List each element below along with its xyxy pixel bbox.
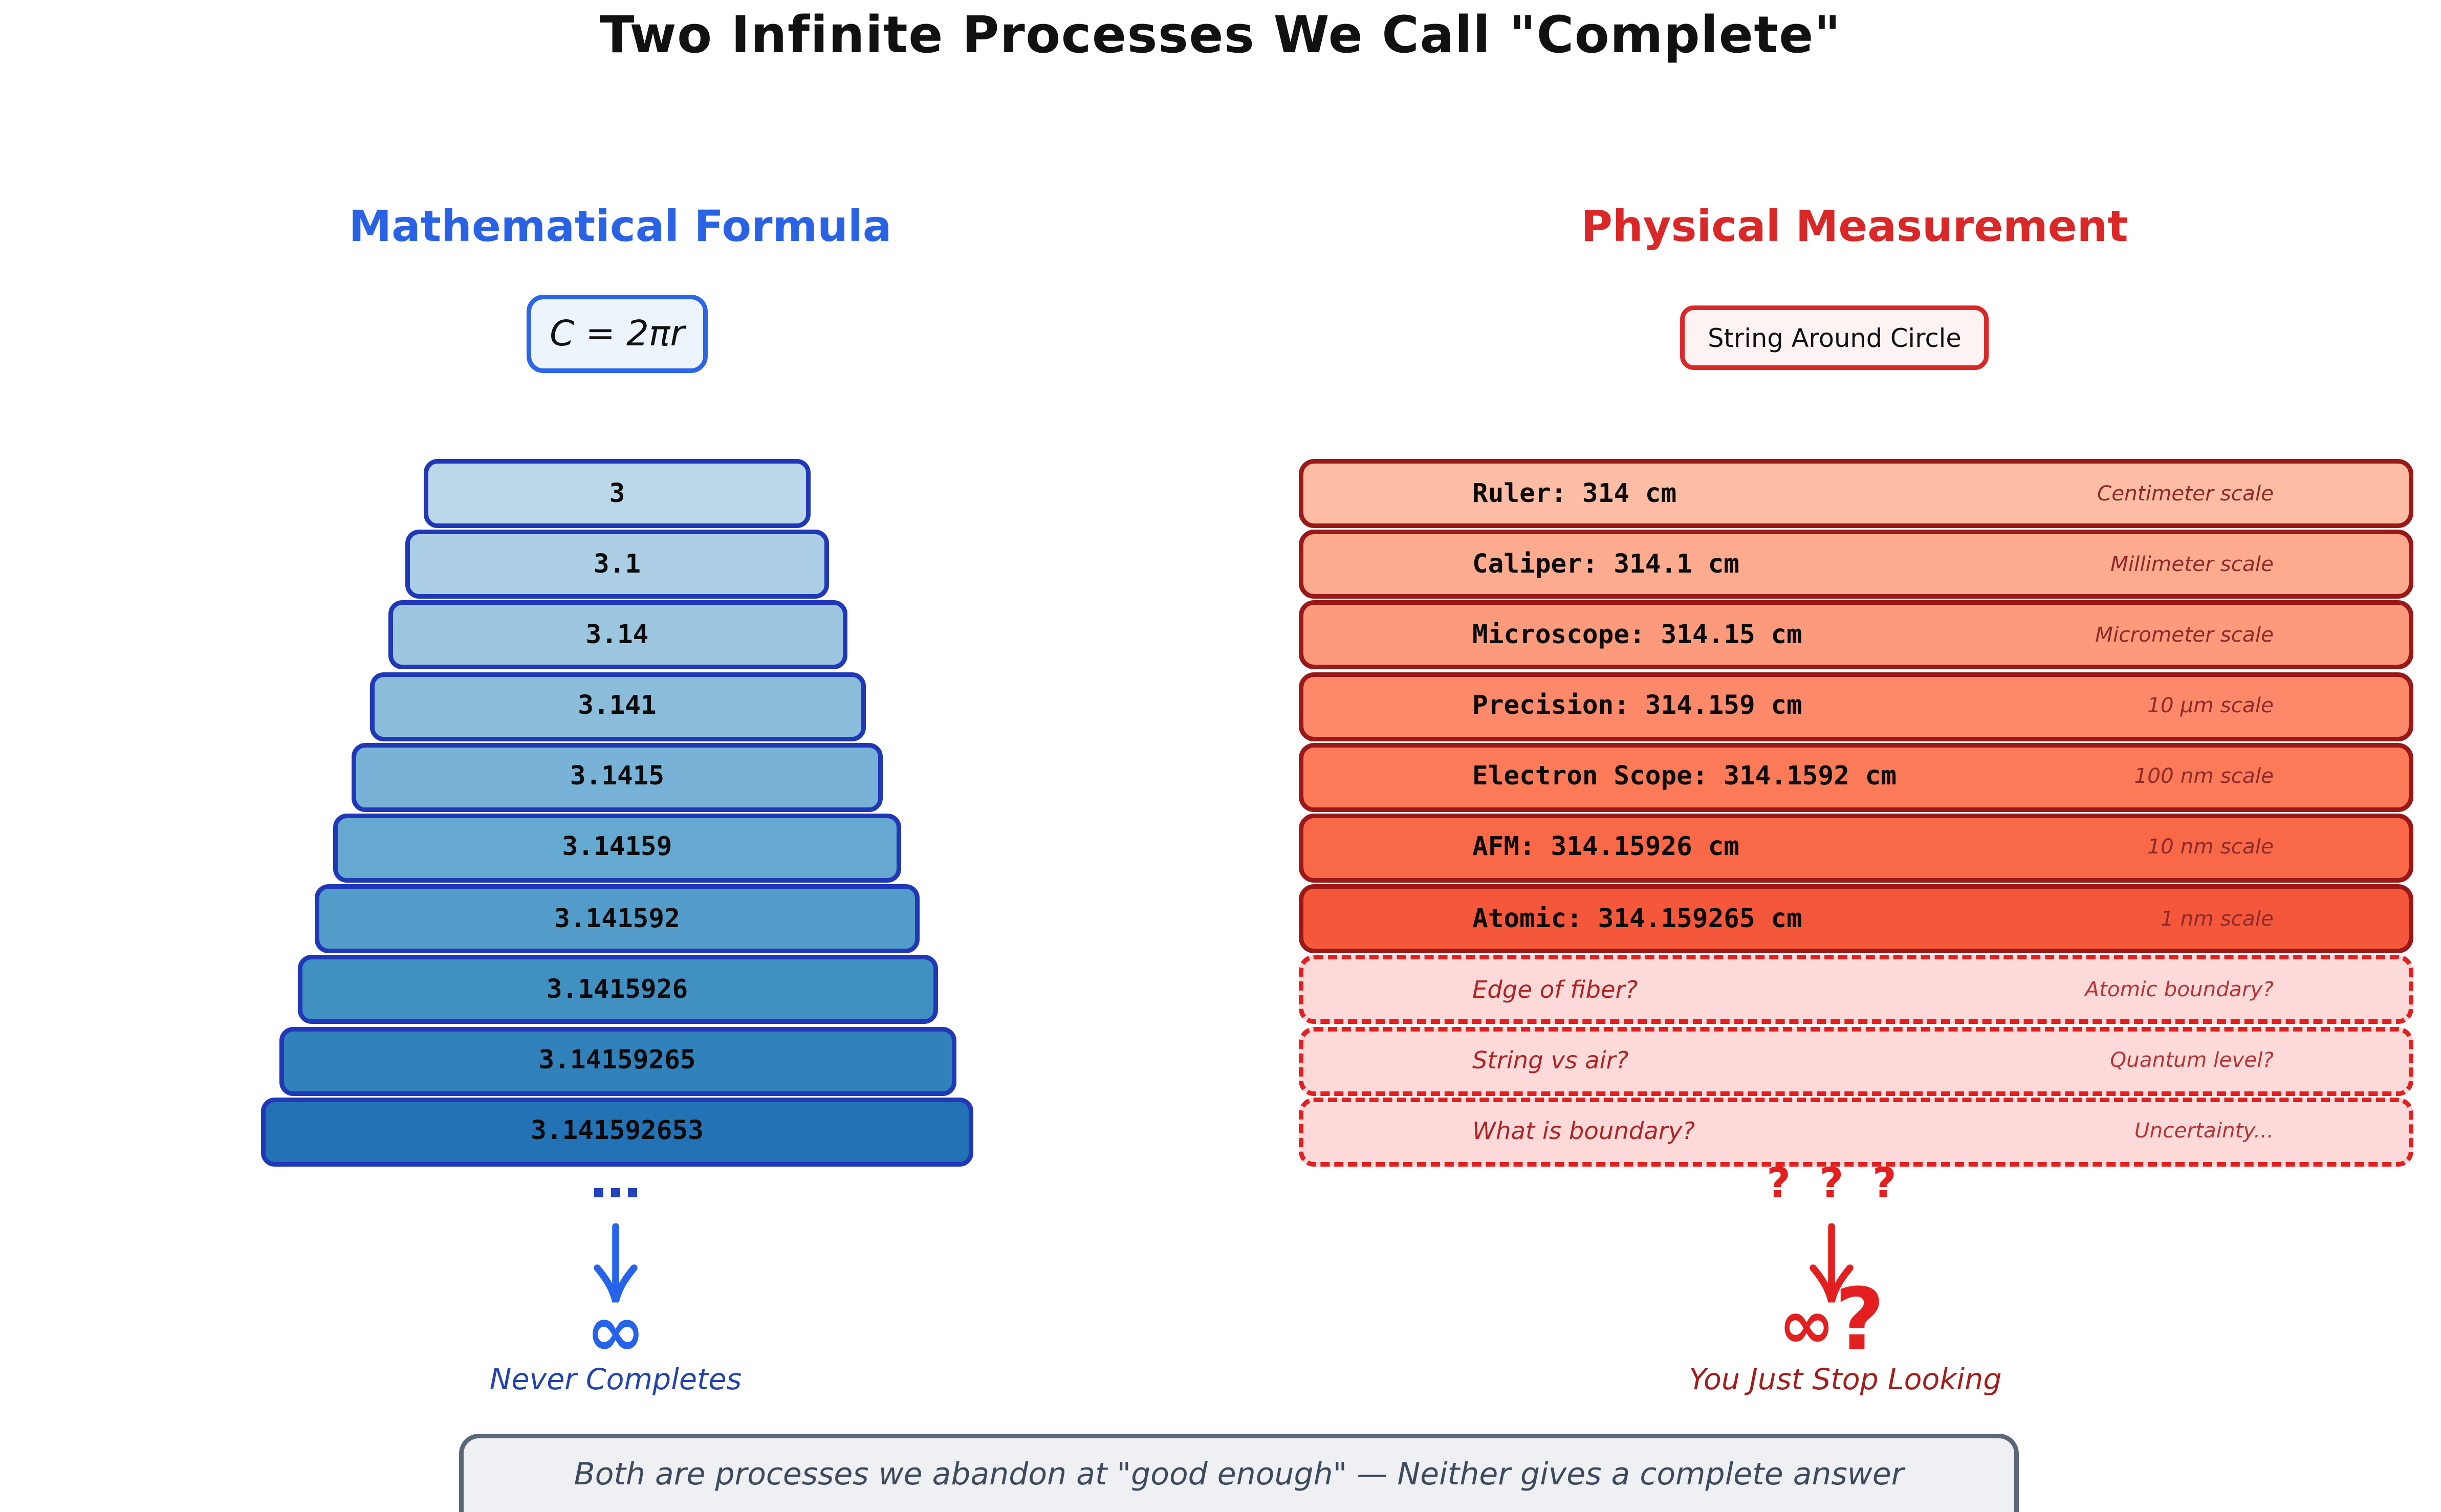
conclusion-box: Both are processes we abandon at "good e… (459, 1434, 2019, 1512)
page-title: Two Infinite Processes We Call "Complete… (600, 5, 1841, 64)
ellipsis-dot (628, 1188, 637, 1197)
down-arrow-icon (593, 1223, 639, 1312)
measurement-bar: Electron Scope: 314.1592 cm 100 nm scale (1299, 742, 2413, 812)
measurement-label: Microscope: 314.15 cm (1472, 620, 1802, 651)
question-marks: ? ? ? (1767, 1160, 1897, 1208)
uncertainty-label: What is boundary? (1472, 1117, 1695, 1146)
pyramid-step: 3 (424, 459, 811, 528)
measurement-bar: Microscope: 314.15 cm Micrometer scale (1299, 601, 2413, 670)
pi-digits-label: 3.141592653 (531, 1116, 704, 1147)
infinity-icon: ∞ (586, 1289, 645, 1372)
left-caption: Never Completes (489, 1363, 742, 1397)
pyramid-step: 3.14 (387, 601, 847, 670)
measurement-bar: Ruler: 314 cm Centimeter scale (1299, 459, 2413, 528)
ellipsis-dot (594, 1188, 603, 1197)
string-method-box: String Around Circle (1680, 305, 1989, 370)
uncertainty-scale: Atomic boundary? (2085, 977, 2274, 1002)
right-column-heading: Physical Measurement (1581, 201, 2128, 252)
measurement-bars: Ruler: 314 cm Centimeter scale Caliper: … (1299, 459, 2413, 1168)
measurement-bar: AFM: 314.15926 cm 10 nm scale (1299, 813, 2413, 883)
uncertainty-label: Edge of fiber? (1472, 976, 1638, 1004)
formula-box: C = 2πr (527, 295, 708, 373)
measurement-scale: 10 nm scale (2147, 836, 2274, 861)
infinity-question-group: ∞ ? (1778, 1271, 1885, 1371)
measurement-bar: Caliper: 314.1 cm Millimeter scale (1299, 530, 2413, 599)
pyramid-step: 3.1 (405, 530, 829, 599)
pi-digits-pyramid: 3 3.1 3.14 3.141 3.1415 3.14159 3.141592… (261, 459, 973, 1168)
conclusion-text: Both are processes we abandon at "good e… (574, 1455, 1904, 1492)
pyramid-step: 3.141592 (315, 884, 920, 954)
uncertainty-scale: Uncertainty... (2134, 1119, 2274, 1144)
ellipsis-dot (611, 1188, 620, 1197)
measurement-label: Ruler: 314 cm (1472, 478, 1677, 509)
pi-digits-label: 3.14 (585, 620, 649, 651)
pi-digits-label: 3.141 (578, 691, 657, 722)
pi-digits-label: 3.1 (593, 549, 641, 580)
uncertainty-bar: String vs air? Quantum level? (1299, 1026, 2413, 1095)
pi-digits-label: 3.14159265 (538, 1045, 696, 1076)
measurement-scale: 100 nm scale (2134, 764, 2274, 790)
pi-digits-label: 3.1415926 (546, 974, 688, 1005)
uncertainty-bar: What is boundary? Uncertainty... (1299, 1097, 2413, 1167)
uncertainty-label: String vs air? (1472, 1047, 1629, 1075)
pyramid-step: 3.1415 (352, 742, 883, 812)
ellipsis-icon (594, 1188, 637, 1197)
formula-text: C = 2πr (550, 314, 685, 354)
pi-digits-label: 3 (609, 478, 625, 509)
string-method-label: String Around Circle (1708, 323, 1961, 353)
measurement-bar: Precision: 314.159 cm 10 μm scale (1299, 671, 2413, 741)
left-column-heading: Mathematical Formula (348, 201, 892, 252)
measurement-scale: 1 nm scale (2160, 906, 2274, 931)
measurement-label: Caliper: 314.1 cm (1472, 549, 1739, 580)
measurement-scale: Micrometer scale (2095, 623, 2274, 648)
measurement-label: Electron Scope: 314.1592 cm (1472, 761, 1897, 793)
uncertainty-scale: Quantum level? (2110, 1048, 2274, 1073)
measurement-scale: Centimeter scale (2097, 481, 2274, 506)
question-mark-icon: ? (1835, 1271, 1885, 1371)
measurement-label: Precision: 314.159 cm (1472, 691, 1802, 722)
infinity-icon: ∞ (1778, 1286, 1835, 1365)
pi-digits-label: 3.1415 (570, 761, 665, 793)
measurement-bar: Atomic: 314.159265 cm 1 nm scale (1299, 884, 2413, 954)
pyramid-step: 3.14159265 (278, 1026, 956, 1095)
measurement-label: AFM: 314.15926 cm (1472, 832, 1739, 864)
uncertainty-bar: Edge of fiber? Atomic boundary? (1299, 955, 2413, 1024)
pi-digits-label: 3.141592 (554, 903, 680, 934)
right-caption: You Just Stop Looking (1689, 1363, 2002, 1397)
down-arrow-icon (1808, 1223, 1855, 1312)
pyramid-step: 3.1415926 (297, 955, 938, 1024)
pi-digits-label: 3.14159 (562, 832, 672, 864)
pyramid-step: 3.141 (369, 671, 865, 741)
measurement-scale: 10 μm scale (2147, 694, 2274, 719)
pyramid-step: 3.14159 (333, 813, 901, 883)
measurement-label: Atomic: 314.159265 cm (1472, 903, 1802, 934)
measurement-scale: Millimeter scale (2110, 552, 2274, 577)
pyramid-step: 3.141592653 (261, 1097, 973, 1167)
